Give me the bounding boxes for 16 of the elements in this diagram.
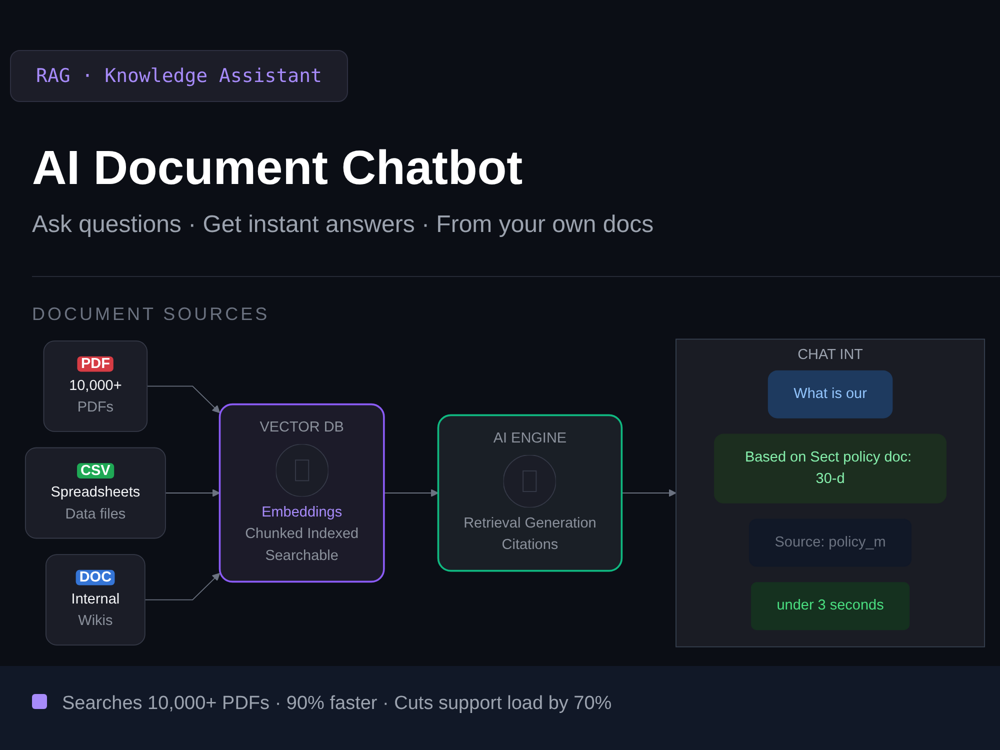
arrow	[383, 489, 439, 497]
category-tag: RAG · Knowledge Assistant	[10, 50, 348, 102]
arrow	[621, 489, 676, 497]
arrow	[144, 572, 220, 600]
node-box: What is our	[768, 370, 893, 418]
node-box: VECTOR DB Embeddings Chunked Indexed Searchable	[218, 403, 385, 583]
arrow	[165, 489, 220, 497]
node-box: CSV Spreadsheets Data files	[24, 447, 166, 539]
column-heading: DOCUMENT SOURCES	[32, 304, 270, 325]
caption: Searches 10,000+ PDFs · 90% faster · Cuts support load by 70%	[62, 693, 612, 715]
title: AI Document Chatbot	[32, 141, 523, 197]
node-box: PDF 10,000+ PDFs	[43, 340, 148, 432]
subtitle: Ask questions · Get instant answers · From your own docs	[32, 211, 654, 239]
arrow	[146, 386, 220, 414]
node-box: DOC Internal Wikis	[46, 554, 146, 646]
node-box: AI ENGINE Retrieval Generation Citations	[437, 414, 623, 572]
